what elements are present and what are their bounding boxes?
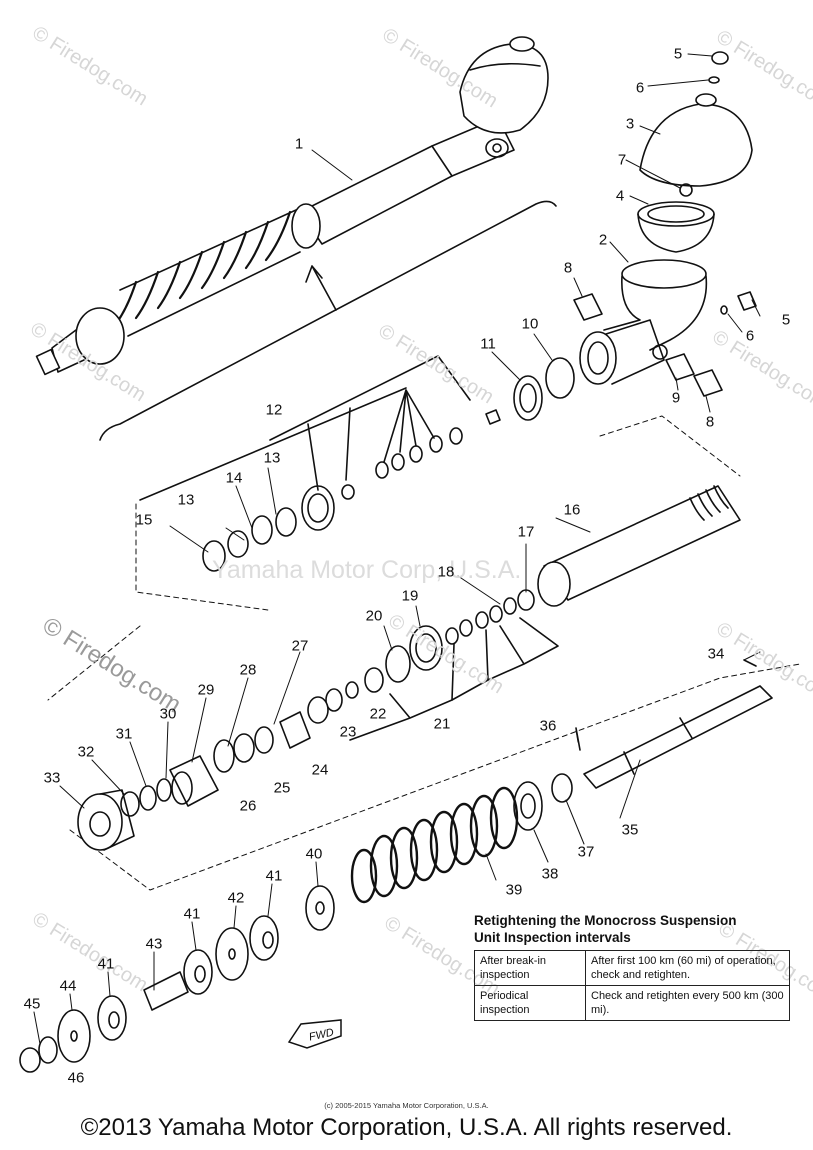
- callout-5: 5: [673, 45, 683, 63]
- table-cell-value: After first 100 km (60 mi) of operation,…: [585, 950, 790, 986]
- callout-1: 1: [294, 135, 304, 153]
- forward-arrow-icon: FWD: [287, 1019, 342, 1049]
- damper-internal-parts: [77, 589, 559, 851]
- callout-41: 41: [97, 955, 115, 973]
- table-row: After break-in inspection After first 10…: [474, 950, 790, 986]
- shock-absorber-assembly: [35, 36, 549, 376]
- callout-21: 21: [433, 715, 451, 733]
- footer-copyright: ©2013 Yamaha Motor Corporation, U.S.A. A…: [80, 1114, 733, 1141]
- callout-41: 41: [183, 905, 201, 923]
- callout-26: 26: [239, 797, 257, 815]
- leader-lines: [33, 53, 761, 1045]
- callout-5: 5: [781, 311, 791, 329]
- table-cell-label: After break-in inspection: [474, 950, 586, 986]
- table-cell-value: Check and retighten every 500 km (300 mi…: [585, 985, 790, 1021]
- valve-stack-parts: [139, 355, 471, 572]
- piston-rod: [551, 659, 773, 803]
- assembly-bracket-line: [99, 200, 557, 441]
- callout-24: 24: [311, 761, 329, 779]
- callout-44: 44: [59, 977, 77, 995]
- fine-print-copyright: (c) 2005-2015 Yamaha Motor Corporation, …: [324, 1101, 489, 1110]
- callout-41: 41: [265, 867, 283, 885]
- dashed-guide-lines: [47, 415, 801, 891]
- callout-27: 27: [291, 637, 309, 655]
- callout-19: 19: [401, 587, 419, 605]
- callout-36: 36: [539, 717, 557, 735]
- callout-35: 35: [621, 821, 639, 839]
- callout-32: 32: [77, 743, 95, 761]
- callout-18: 18: [437, 563, 455, 581]
- callout-38: 38: [541, 865, 559, 883]
- callout-45: 45: [23, 995, 41, 1013]
- callout-25: 25: [273, 779, 291, 797]
- callout-9: 9: [671, 389, 681, 407]
- main-spring: [350, 781, 543, 904]
- inspection-title-line2: Unit Inspection intervals: [474, 930, 631, 945]
- callout-23: 23: [339, 723, 357, 741]
- table-row: Periodical inspection Check and retighte…: [474, 985, 790, 1021]
- assembly-arrow: [305, 265, 337, 311]
- inspection-table: After break-in inspection After first 10…: [474, 950, 790, 1021]
- inspection-interval-box: Retightening the Monocross Suspension Un…: [474, 912, 794, 1021]
- upper-housing-parts: [485, 51, 757, 425]
- callout-6: 6: [635, 79, 645, 97]
- callout-11: 11: [480, 335, 496, 353]
- callout-43: 43: [145, 935, 163, 953]
- callout-3: 3: [625, 115, 635, 133]
- callout-13: 13: [263, 449, 281, 467]
- callout-39: 39: [505, 881, 523, 899]
- callout-34: 34: [707, 645, 725, 663]
- callout-8: 8: [705, 413, 715, 431]
- callout-14: 14: [225, 469, 243, 487]
- lower-hardware: [19, 885, 335, 1073]
- callout-33: 33: [43, 769, 61, 787]
- callout-28: 28: [239, 661, 257, 679]
- callout-31: 31: [115, 725, 133, 743]
- callout-16: 16: [563, 501, 581, 519]
- callout-17: 17: [517, 523, 535, 541]
- callout-4: 4: [615, 187, 625, 205]
- inspection-title: Retightening the Monocross Suspension Un…: [474, 912, 794, 946]
- callout-8: 8: [563, 259, 573, 277]
- callout-42: 42: [227, 889, 245, 907]
- callout-7: 7: [617, 151, 627, 169]
- callout-10: 10: [521, 315, 539, 333]
- callout-40: 40: [305, 845, 323, 863]
- callout-20: 20: [365, 607, 383, 625]
- callout-6: 6: [745, 327, 755, 345]
- callout-12: 12: [265, 401, 283, 419]
- fwd-label: FWD: [308, 1027, 335, 1044]
- table-cell-label: Periodical inspection: [474, 985, 586, 1021]
- inspection-title-line1: Retightening the Monocross Suspension: [474, 913, 737, 928]
- callout-29: 29: [197, 681, 215, 699]
- watermark: Yamaha Motor Corp, U.S.A.: [212, 556, 522, 584]
- cylinder-tube: [537, 485, 741, 607]
- callout-37: 37: [577, 843, 595, 861]
- callout-30: 30: [159, 705, 177, 723]
- callout-2: 2: [598, 231, 608, 249]
- callout-22: 22: [369, 705, 387, 723]
- callout-46: 46: [67, 1069, 85, 1087]
- callout-13: 13: [177, 491, 195, 509]
- callout-15: 15: [135, 511, 153, 529]
